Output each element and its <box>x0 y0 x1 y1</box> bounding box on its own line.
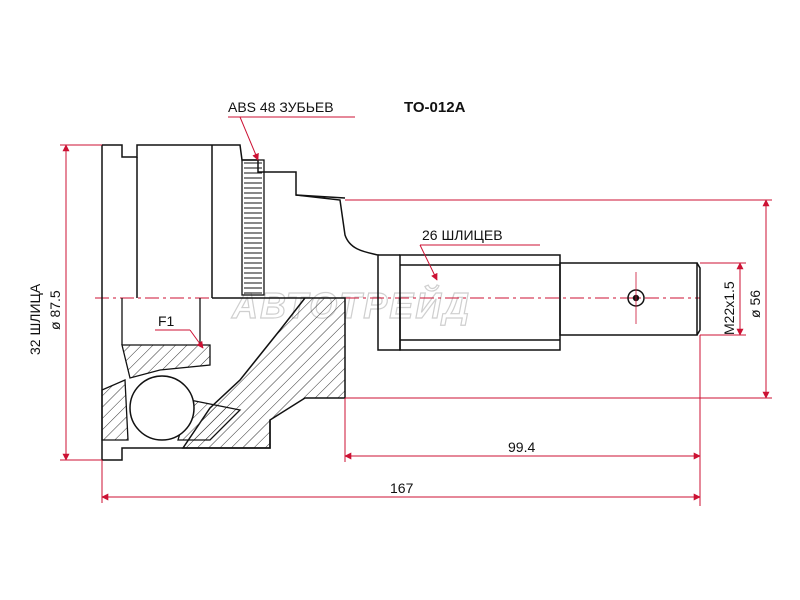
shaft-diameter-label: ø 56 <box>747 290 763 318</box>
abs-ring <box>241 159 265 296</box>
shaft-length-label: 99.4 <box>508 439 535 455</box>
ball-bearing <box>129 375 195 441</box>
f1-label: F1 <box>158 313 175 329</box>
lower-section <box>101 297 346 449</box>
abs-label: ABS 48 ЗУБЬЕВ <box>228 99 334 115</box>
watermark: АВТОТРЕЙД <box>231 284 471 326</box>
outer-housing <box>101 144 346 461</box>
stem-shaft <box>295 194 701 351</box>
thread-label: M22x1.5 <box>721 281 737 335</box>
outer-splines-label: 26 ШЛИЦЕВ <box>422 227 503 243</box>
total-length-label: 167 <box>390 480 414 496</box>
dimension-lines <box>60 116 772 506</box>
inner-splines-label: 32 ШЛИЦА <box>27 283 43 355</box>
part-number: TO-012A <box>404 99 466 116</box>
outer-diameter-label: ø 87.5 <box>47 290 63 330</box>
